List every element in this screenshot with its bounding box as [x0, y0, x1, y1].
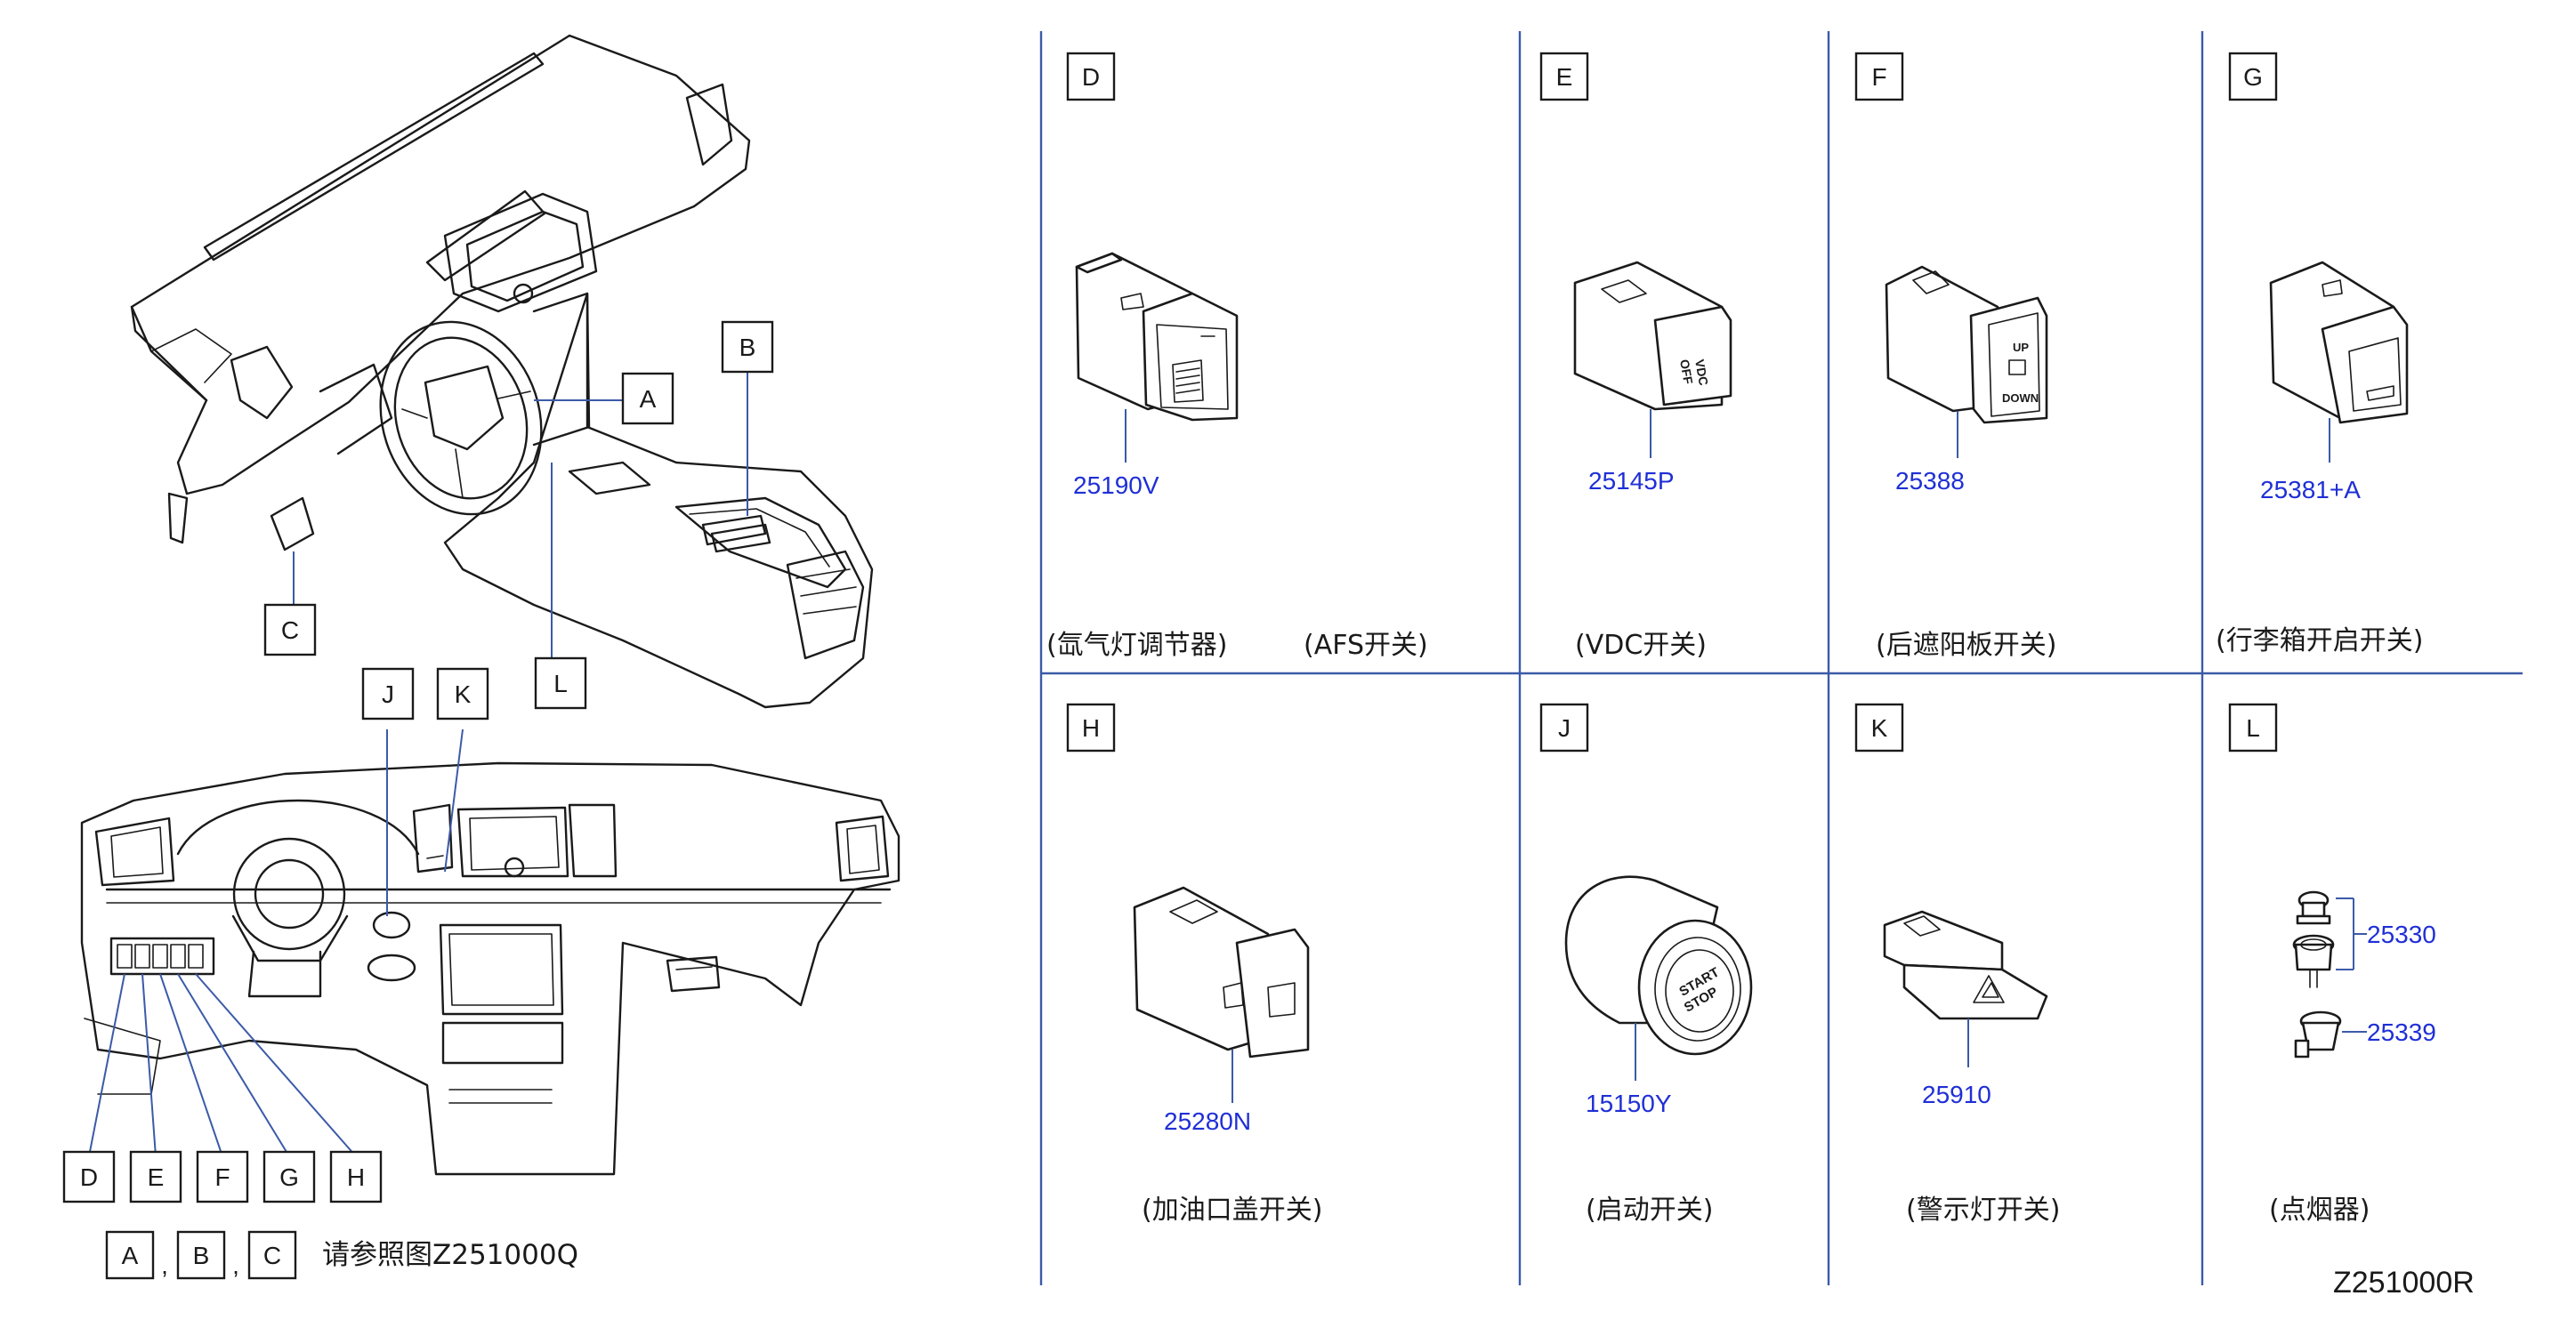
callout-b: B	[721, 320, 774, 374]
part-caption: (VDC开关)	[1575, 630, 1707, 661]
svg-text:A: A	[122, 1242, 139, 1269]
part-number: 25388	[1895, 467, 1965, 495]
part-number: 25280N	[1164, 1107, 1251, 1135]
start-stop-switch: START STOP	[1564, 875, 1753, 1056]
panel-l: L 25330 25339 (点烟器)	[2228, 703, 2436, 1226]
svg-text:B: B	[739, 334, 756, 361]
panel-k: K 25910 (警示灯开关)	[1854, 703, 2060, 1226]
vdc-off-switch: VDC OFF	[1573, 261, 1732, 411]
svg-text:H: H	[347, 1163, 365, 1191]
xenon-leveler-switch	[1075, 252, 1239, 422]
part-caption: (警示灯开关)	[1906, 1195, 2060, 1226]
svg-text:K: K	[1871, 714, 1888, 742]
svg-text:DOWN: DOWN	[2002, 391, 2039, 405]
panel-grid	[1039, 31, 2523, 1285]
svg-text:G: G	[279, 1163, 299, 1191]
svg-text:K: K	[455, 680, 472, 708]
trunk-opener-switch	[2269, 261, 2409, 424]
part-number: 25381+A	[2260, 476, 2361, 503]
part-caption: (行李箱开启开关)	[2216, 625, 2423, 656]
reference-text: 请参照图Z251000Q	[322, 1239, 578, 1271]
interior-perspective-view	[130, 34, 874, 709]
panel-h: H 25280N (加油口盖开关)	[1066, 703, 1322, 1226]
hazard-switch	[1883, 910, 2048, 1020]
svg-text:VDC: VDC	[1692, 358, 1711, 387]
panel-e: E VDC OFF 25145P (VDC开关)	[1539, 52, 1732, 661]
part-caption: (点烟器)	[2269, 1195, 2370, 1226]
svg-text:L: L	[553, 670, 568, 697]
panel-j: J START STOP 15150Y (启动开关)	[1539, 703, 1753, 1226]
part-caption-2: (AFS开关)	[1304, 630, 1428, 661]
callout-g: G	[262, 1150, 316, 1203]
svg-text:H: H	[1082, 714, 1100, 742]
part-number: 25190V	[1073, 471, 1159, 499]
svg-text:F: F	[1871, 63, 1886, 91]
callout-k: K	[436, 667, 489, 720]
panel-g: G 25381+A (行李箱开启开关)	[2216, 52, 2423, 656]
part-caption: (加油口盖开关)	[1142, 1195, 1322, 1226]
svg-text:B: B	[193, 1242, 210, 1269]
callout-l: L	[534, 656, 587, 710]
panel-f: F UP DOWN 25388 (后遮阳板开关)	[1854, 52, 2056, 661]
svg-text:OFF: OFF	[1677, 358, 1696, 386]
svg-text:,: ,	[232, 1252, 239, 1279]
panel-d: D 25190V (氙气灯调节器) (AFS开关)	[1046, 52, 1428, 661]
fuel-lid-switch	[1133, 886, 1310, 1058]
part-number: 15150Y	[1586, 1090, 1672, 1117]
part-caption: (启动开关)	[1586, 1195, 1713, 1226]
part-number: 25145P	[1588, 467, 1675, 495]
svg-text:E: E	[148, 1163, 165, 1191]
callout-c: C	[263, 603, 317, 656]
part-caption: (氙气灯调节器)	[1046, 630, 1227, 661]
part-number: 25330	[2367, 921, 2436, 948]
svg-text:C: C	[263, 1242, 281, 1269]
callout-f: F	[196, 1150, 249, 1203]
cigarette-lighter	[2292, 890, 2342, 1058]
svg-text:F: F	[214, 1163, 230, 1191]
diagram-code: Z251000R	[2333, 1266, 2475, 1300]
svg-text:D: D	[80, 1163, 98, 1191]
switch-bank	[117, 944, 204, 969]
dashboard-front-view	[80, 728, 900, 1176]
reference-note: A , B , C 请参照图Z251000Q	[105, 1230, 578, 1280]
svg-text:UP: UP	[2013, 341, 2029, 354]
callout-d: D	[62, 1150, 116, 1203]
callout-a: A	[621, 372, 674, 425]
part-number: 25910	[1922, 1081, 1991, 1108]
svg-text:E: E	[1556, 63, 1573, 91]
part-number-2: 25339	[2367, 1018, 2436, 1046]
part-caption: (后遮阳板开关)	[1876, 630, 2056, 661]
svg-text:D: D	[1082, 63, 1100, 91]
svg-text:G: G	[2243, 63, 2263, 91]
svg-text:C: C	[281, 616, 299, 644]
svg-text:J: J	[1558, 714, 1571, 742]
svg-text:J: J	[382, 680, 394, 708]
svg-text:A: A	[640, 385, 657, 413]
svg-text:L: L	[2246, 714, 2260, 742]
callout-e: E	[129, 1150, 182, 1203]
callout-h: H	[329, 1150, 383, 1203]
callout-j: J	[361, 667, 415, 720]
svg-text:,: ,	[161, 1252, 168, 1279]
rear-sunshade-switch: UP DOWN	[1885, 265, 2048, 424]
